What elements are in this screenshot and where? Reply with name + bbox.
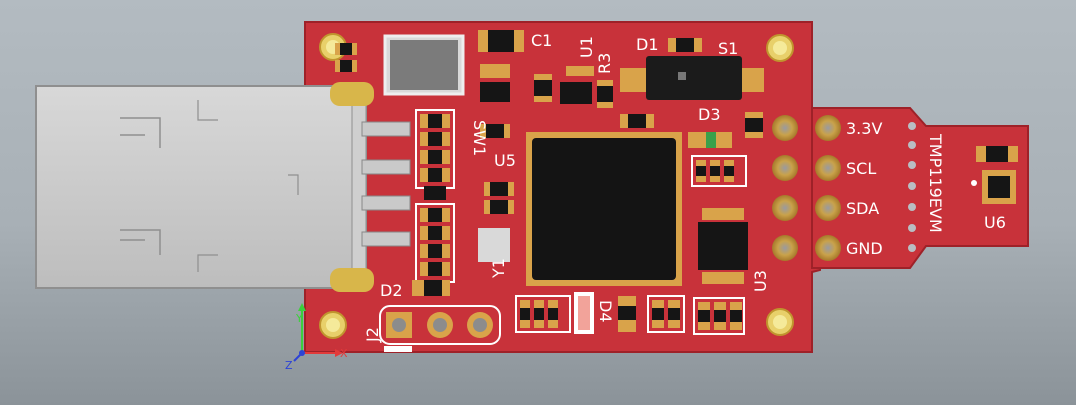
label-d1: D1 (636, 35, 659, 54)
axis-z-label: Z (285, 359, 293, 372)
label-y1: Y1 (489, 258, 508, 279)
pin-label-scl: SCL (846, 159, 876, 178)
smd-components (335, 30, 764, 335)
label-c1: C1 (531, 31, 552, 50)
label-d4: D4 (596, 300, 615, 323)
silkscreen: C1 U1 R3 D1 S1 D3 SW1 U5 Y1 D2 D4 J2 U3 … (363, 31, 1006, 343)
label-d3: D3 (698, 105, 721, 124)
j2-header (379, 305, 501, 352)
pin-label-sda: SDA (846, 199, 879, 218)
label-d2: D2 (380, 281, 403, 300)
edge-pins (772, 115, 841, 261)
product-name: TMP119EVM (926, 133, 945, 233)
label-u5: U5 (494, 151, 516, 170)
label-j2: J2 (363, 327, 382, 343)
label-u1: U1 (577, 36, 596, 58)
u6-sensor (971, 146, 1018, 204)
label-sw1: SW1 (470, 120, 489, 156)
label-s1: S1 (718, 39, 738, 58)
label-r3: R3 (595, 53, 614, 74)
axis-x-label: X (340, 347, 348, 360)
pin-label-3v3: 3.3V (846, 119, 882, 138)
label-u3: U3 (751, 270, 770, 292)
sensor-neck (811, 107, 1029, 269)
mounting-holes (319, 33, 794, 339)
axis-gizmo: Y X Z (285, 303, 348, 372)
label-u6: U6 (984, 213, 1006, 232)
usb-connector (35, 82, 411, 292)
pin-label-gnd: GND (846, 239, 883, 258)
axis-y-label: Y (295, 312, 303, 325)
